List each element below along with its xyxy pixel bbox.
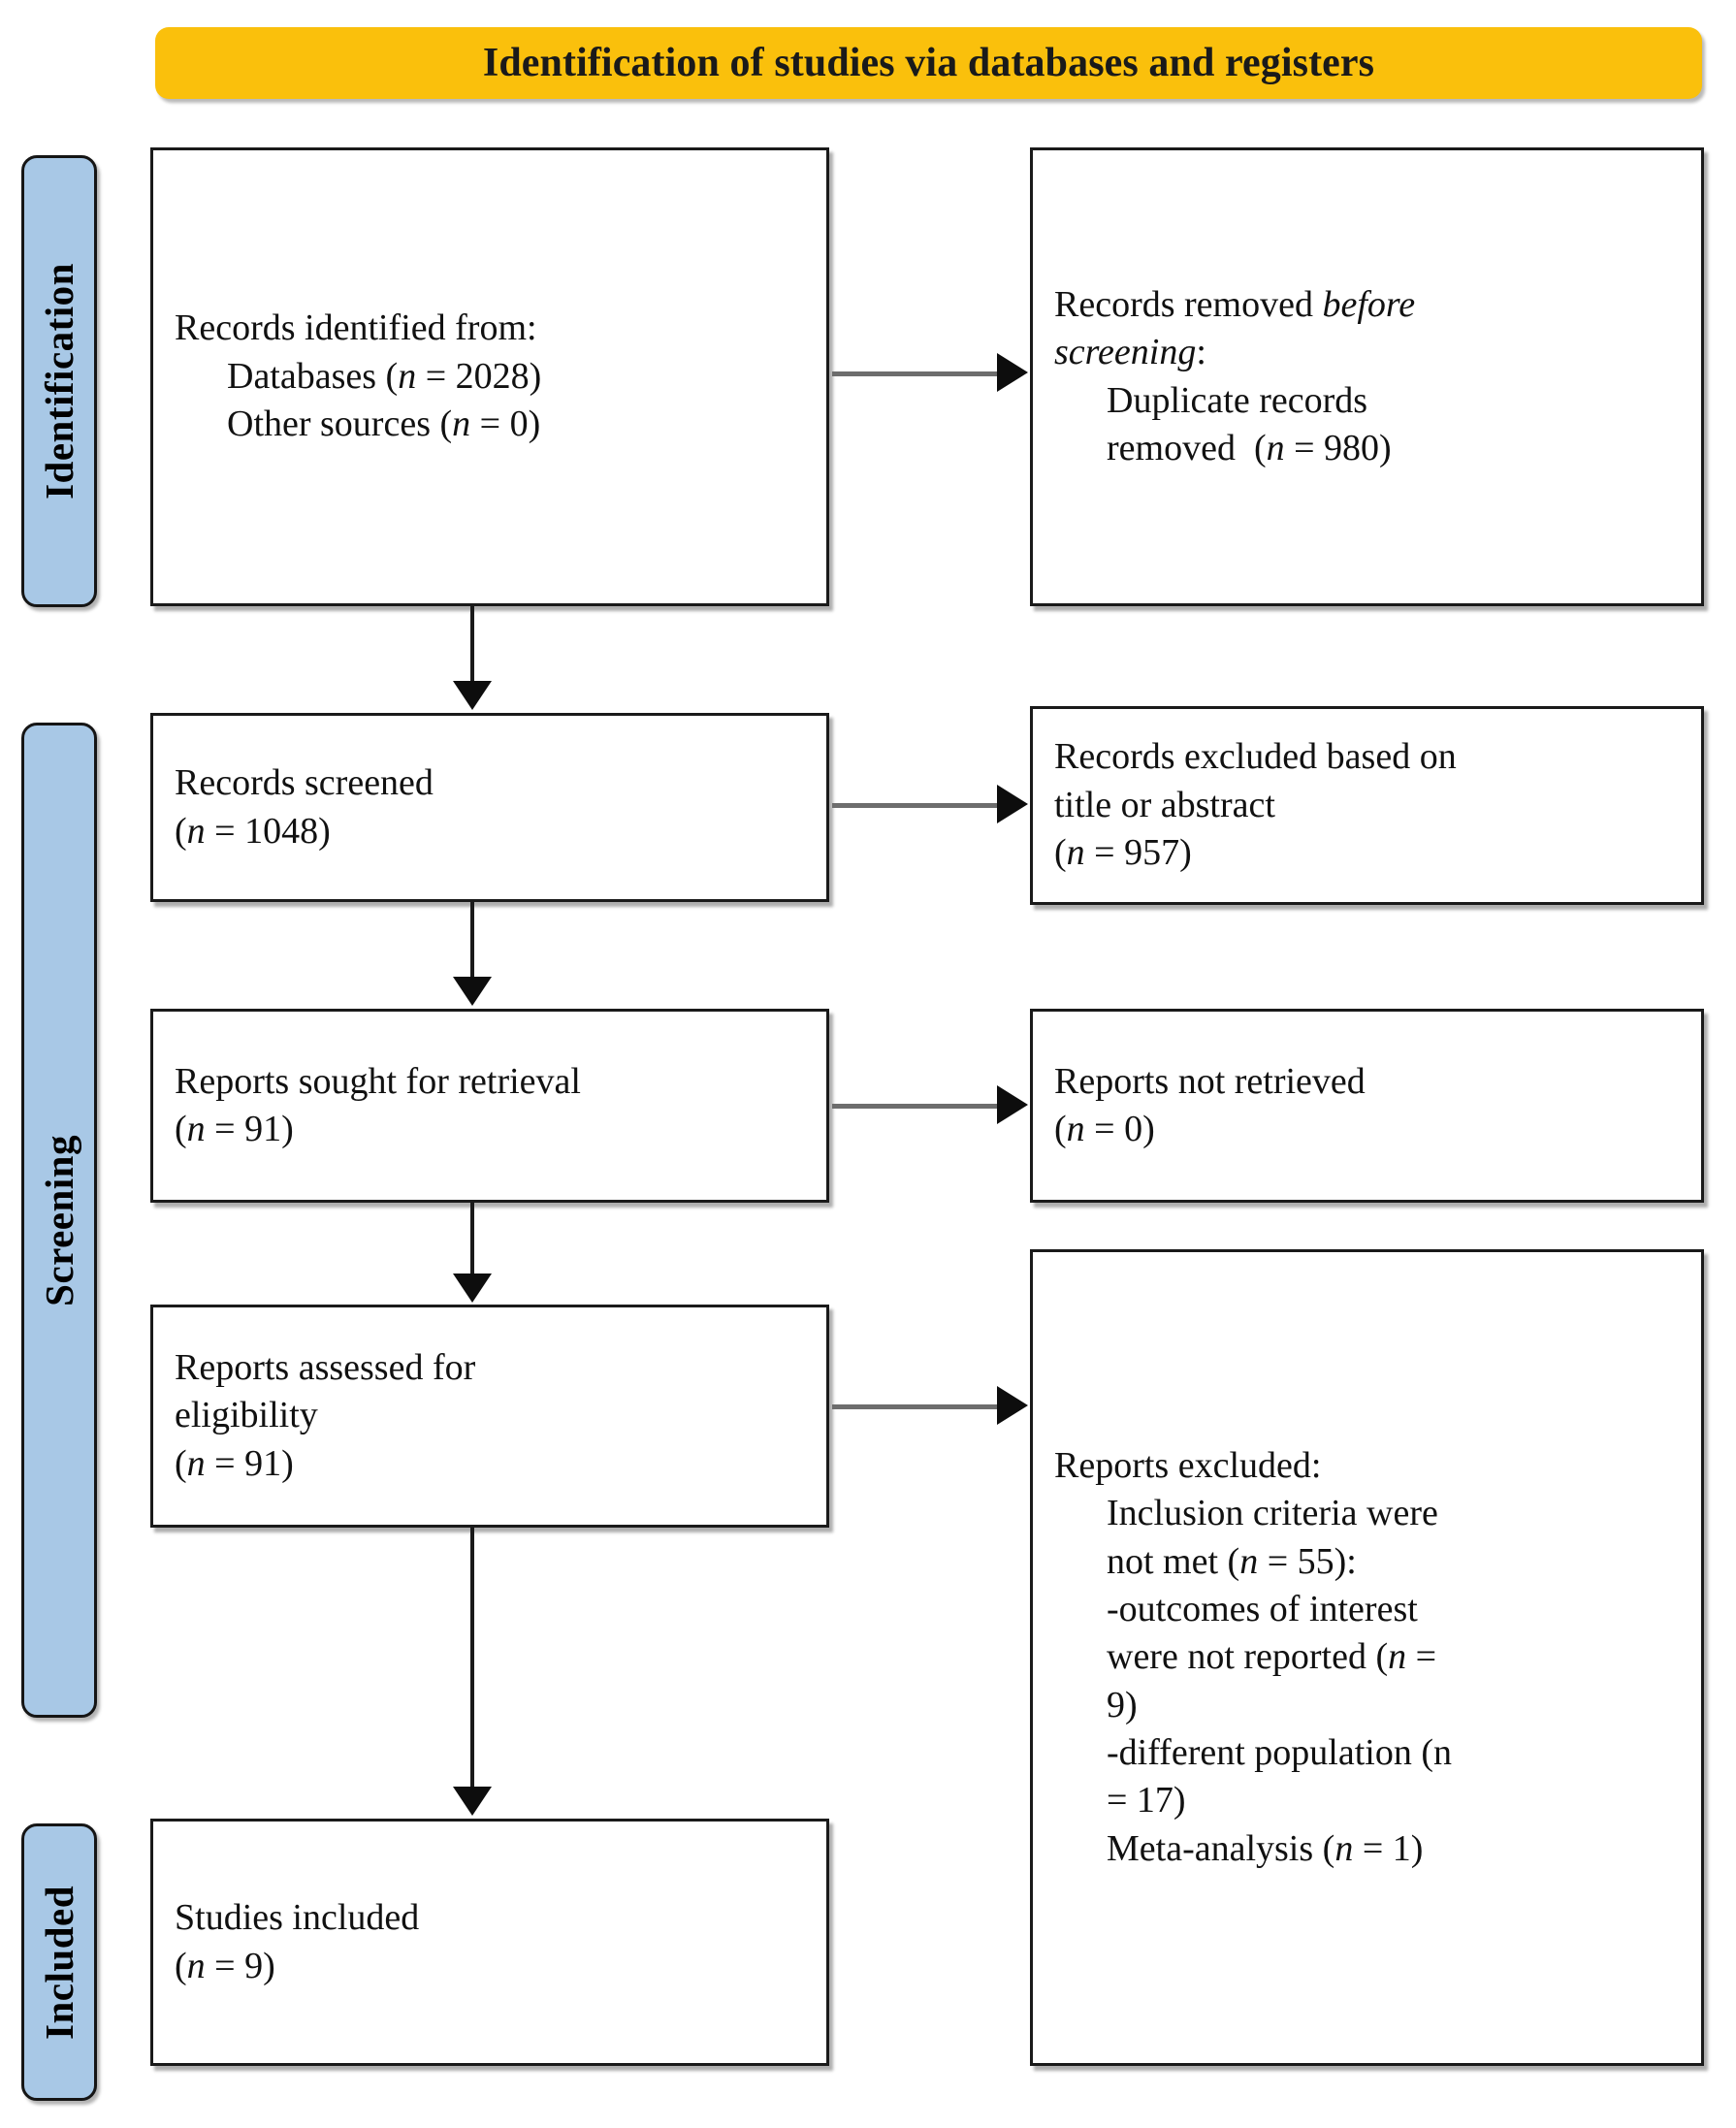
reports-excluded-line-3: not met (n = 55): [1107,1540,1357,1582]
eligibility-line-2: eligibility [175,1395,318,1436]
reports-sought-line-2: (n = 91) [175,1109,294,1149]
records-removed-line-1: Records removed before [1054,283,1416,325]
studies-included-line-2: (n = 9) [175,1945,275,1986]
connector-screened-to-excluded [832,803,999,808]
reports-excluded-line-7: -different population (n [1107,1732,1452,1774]
records-screened-line-2: (n = 1048) [175,810,331,852]
connector-eligibility-to-reportsexcluded [832,1404,999,1409]
reports-excluded-line-2: Inclusion criteria were [1107,1493,1438,1534]
node-studies-included: Studies included (n = 9) [150,1819,829,2066]
node-reports-not-retrieved: Reports not retrieved (n = 0) [1030,1009,1704,1203]
records-removed-line-4: removed (n = 980) [1107,427,1392,468]
reports-excluded-line-5: were not reported (n = [1107,1636,1437,1678]
node-records-excluded-title-abstract: Records excluded based on title or abstr… [1030,706,1704,905]
node-records-identified: Records identified from: Databases (n = … [150,147,829,606]
stage-included-text: Included [37,1885,81,2040]
stage-label-screening: Screening [21,723,97,1718]
connector-identified-to-removed [832,371,999,376]
excluded-ta-line-2: title or abstract [1054,784,1275,825]
records-identified-line-2: Databases (n = 2028) [227,355,542,397]
records-removed-line-3: Duplicate records [1107,379,1368,421]
reports-excluded-line-8: = 17) [1107,1780,1186,1822]
connector-eligibility-to-included [470,1528,474,1791]
stage-screening-text: Screening [37,1134,81,1306]
arrow-right-icon [997,1085,1028,1124]
studies-included-line-1: Studies included [175,1897,420,1939]
diagram-header-banner: Identification of studies via databases … [155,27,1702,99]
reports-sought-line-1: Reports sought for retrieval [175,1060,581,1102]
node-records-screened: Records screened (n = 1048) [150,713,829,902]
node-records-removed-before-screening: Records removed before screening: Duplic… [1030,147,1704,606]
node-reports-sought: Reports sought for retrieval (n = 91) [150,1009,829,1203]
arrow-right-icon [997,1386,1028,1425]
arrow-down-icon [453,1274,492,1303]
records-identified-line-1: Records identified from: [175,307,537,349]
stage-label-identification: Identification [21,155,97,607]
node-reports-assessed-eligibility: Reports assessed for eligibility (n = 91… [150,1305,829,1528]
arrow-right-icon [997,353,1028,392]
connector-identified-to-screened [470,606,474,686]
reports-excluded-line-1: Reports excluded: [1054,1444,1322,1486]
node-reports-excluded: Reports excluded: Inclusion criteria wer… [1030,1249,1704,2066]
arrow-down-icon [453,1787,492,1816]
records-screened-line-1: Records screened [175,762,434,804]
excluded-ta-line-1: Records excluded based on [1054,736,1457,778]
connector-sought-to-notretrieved [832,1104,999,1109]
reports-excluded-line-9: Meta-analysis (n = 1) [1107,1827,1424,1869]
reports-excluded-line-6: 9) [1107,1684,1138,1725]
eligibility-line-1: Reports assessed for [175,1346,476,1388]
excluded-ta-line-3: (n = 957) [1054,832,1192,874]
not-retrieved-line-1: Reports not retrieved [1054,1060,1366,1102]
not-retrieved-line-2: (n = 0) [1054,1109,1155,1149]
eligibility-line-3: (n = 91) [175,1442,294,1484]
arrow-right-icon [997,785,1028,823]
stage-identification-text: Identification [37,263,81,500]
diagram-title: Identification of studies via databases … [482,41,1375,85]
arrow-down-icon [453,977,492,1006]
records-identified-line-3: Other sources (n = 0) [227,403,541,445]
records-removed-line-2: screening: [1054,332,1206,373]
reports-excluded-line-4: -outcomes of interest [1107,1588,1418,1629]
stage-label-included: Included [21,1823,97,2101]
connector-screened-to-sought [470,902,474,982]
arrow-down-icon [453,681,492,710]
connector-sought-to-eligibility [470,1203,474,1278]
